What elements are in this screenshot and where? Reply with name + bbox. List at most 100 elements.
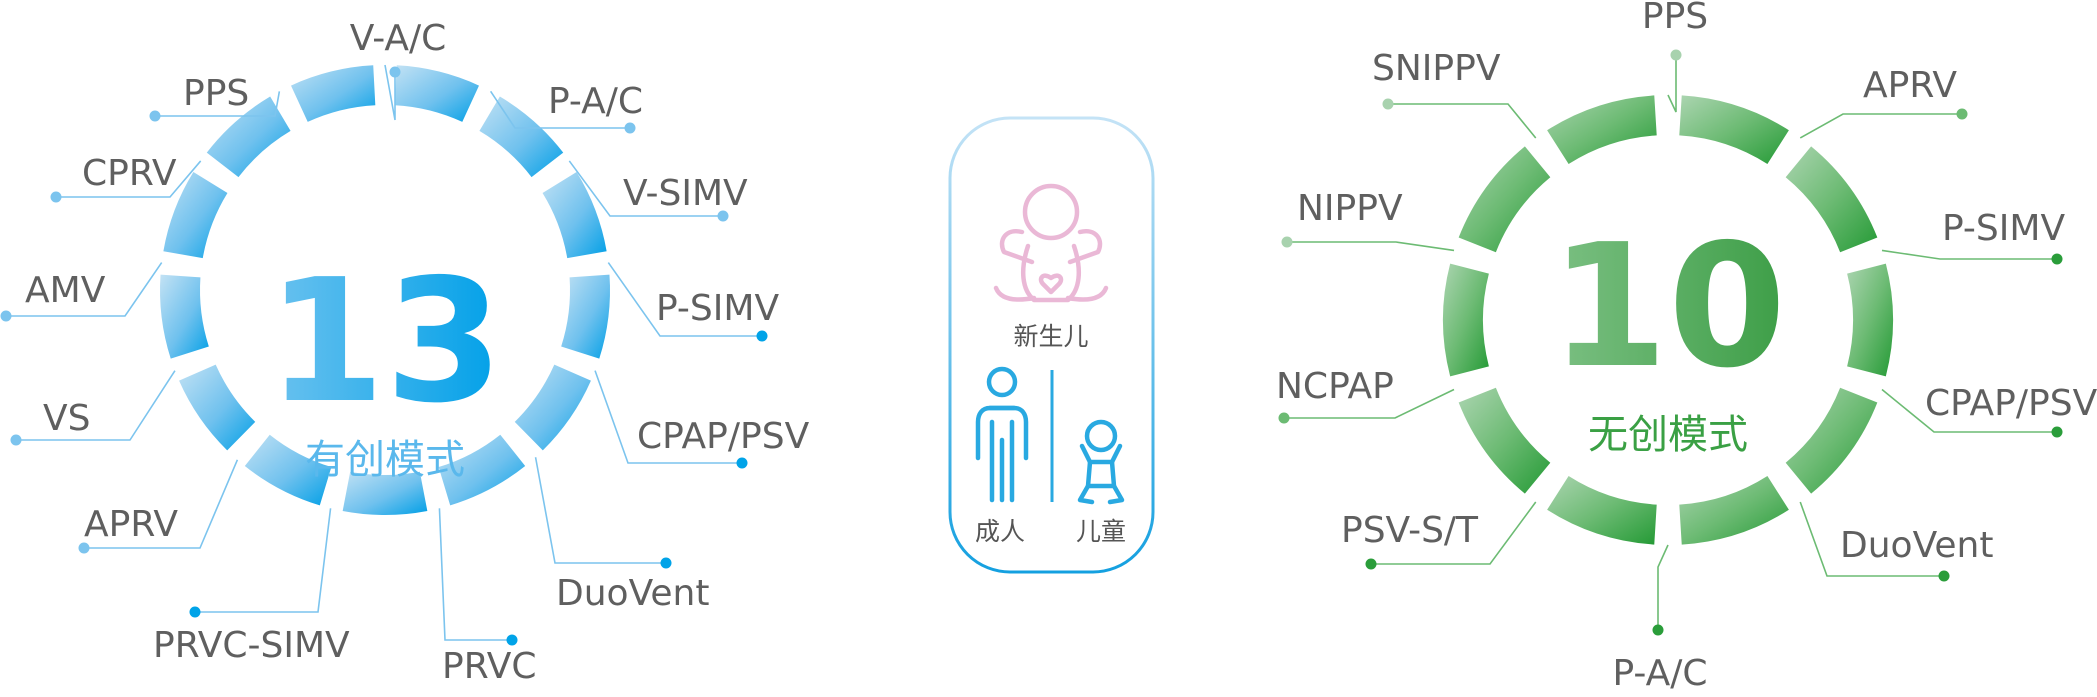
invasive-leader-dot — [660, 557, 672, 569]
noninvasive-leader-line — [1388, 103, 1537, 139]
invasive-mode-label: CPRV — [82, 153, 177, 194]
adult-icon — [975, 366, 1029, 503]
noninvasive-leader-line — [1657, 544, 1669, 630]
child-icon — [1077, 419, 1125, 505]
child-label: 儿童 — [1076, 517, 1126, 546]
invasive-leader-line — [16, 370, 176, 441]
invasive-mode-label: CPAP/PSV — [637, 416, 810, 457]
invasive-ring-segment — [479, 96, 564, 178]
noninvasive-mode-label: NCPAP — [1276, 366, 1394, 407]
invasive-leader-dot — [50, 191, 62, 203]
noninvasive-leader-line — [1287, 241, 1455, 252]
noninvasive-ring-segment — [1847, 263, 1894, 377]
noninvasive-mode-ring: PPSAPRVP-SIMVCPAP/PSVDuoVentP-A/CPSV-S/T… — [1276, 0, 2097, 694]
invasive-mode-label: PRVC-SIMV — [153, 625, 350, 666]
noninvasive-ring-segments — [1443, 95, 1894, 545]
adult-label: 成人 — [975, 517, 1025, 546]
noninvasive-ring-segment — [1443, 263, 1489, 377]
invasive-leader-dot — [10, 434, 22, 446]
noninvasive-ring-segment — [1547, 95, 1657, 164]
noninvasive-mode-label: NIPPV — [1297, 188, 1403, 229]
invasive-mode-caption: 有创模式 — [305, 437, 465, 483]
noninvasive-leader-dot — [1938, 570, 1950, 582]
noninvasive-mode-label: APRV — [1863, 65, 1957, 106]
noninvasive-ring-segment — [1458, 387, 1551, 494]
newborn-label: 新生儿 — [1013, 322, 1088, 351]
invasive-mode-ring: V-A/CP-A/CV-SIMVP-SIMVCPAP/PSVDuoVentPRV… — [0, 18, 810, 687]
noninvasive-ring-segment — [1785, 146, 1878, 253]
noninvasive-ring-segment — [1679, 476, 1789, 545]
noninvasive-leader-dot — [2051, 253, 2063, 265]
invasive-leader-line — [594, 370, 742, 464]
invasive-ring-segment — [514, 364, 591, 451]
invasive-leader-line — [195, 508, 332, 613]
noninvasive-leader-dot — [2051, 426, 2063, 438]
invasive-leader-dot — [0, 310, 12, 322]
invasive-leader-line — [56, 160, 202, 198]
noninvasive-ring-segment — [1785, 387, 1878, 494]
noninvasive-mode-label: P-SIMV — [1942, 208, 2065, 249]
invasive-ring-segment — [160, 274, 209, 359]
invasive-leader-line — [489, 90, 630, 129]
noninvasive-mode-label: PPS — [1642, 0, 1708, 37]
noninvasive-leader-line — [1799, 501, 1944, 577]
invasive-leader-dot — [717, 210, 729, 222]
invasive-leader-dot — [506, 634, 518, 646]
invasive-mode-label: PPS — [183, 73, 249, 114]
invasive-mode-label: APRV — [84, 504, 178, 545]
invasive-leader-dot — [389, 66, 401, 78]
invasive-leader-line — [607, 262, 762, 337]
noninvasive-leader-line — [1284, 388, 1455, 419]
invasive-mode-label: PRVC — [442, 646, 537, 687]
invasive-mode-label: V-SIMV — [623, 173, 748, 214]
invasive-ring-segment — [438, 434, 526, 506]
invasive-leader-line — [84, 459, 239, 549]
invasive-mode-count: 13 — [267, 243, 504, 441]
invasive-leader-line — [384, 64, 396, 121]
invasive-leader-lines: V-A/CP-A/CV-SIMVP-SIMVCPAP/PSVDuoVentPRV… — [0, 18, 810, 687]
noninvasive-ring-segment — [1547, 476, 1657, 545]
noninvasive-leader-dot — [1652, 624, 1664, 636]
patient-type-frame — [948, 116, 1155, 574]
invasive-ring-segment — [244, 434, 332, 506]
noninvasive-ring-segment — [1679, 95, 1789, 164]
invasive-mode-label: AMV — [25, 270, 106, 311]
noninvasive-leader-line — [1881, 388, 2057, 433]
noninvasive-leader-dot — [1382, 98, 1394, 110]
invasive-leader-line — [155, 91, 281, 117]
invasive-leader-dot — [78, 542, 90, 554]
invasive-leader-dot — [756, 330, 768, 342]
invasive-ring-segment — [163, 172, 228, 259]
invasive-mode-label: P-SIMV — [656, 288, 779, 329]
invasive-leader-dot — [189, 606, 201, 618]
noninvasive-leader-dot — [1670, 49, 1682, 61]
invasive-leader-line — [6, 262, 163, 317]
noninvasive-leader-dot — [1365, 558, 1377, 570]
invasive-mode-label: P-A/C — [548, 81, 643, 122]
noninvasive-mode-label: PSV-S/T — [1341, 510, 1479, 551]
noninvasive-leader-dot — [1281, 236, 1293, 248]
invasive-leader-dot — [736, 457, 748, 469]
patient-type-panel: 新生儿 成人 儿童 — [948, 116, 1155, 574]
noninvasive-mode-label: CPAP/PSV — [1925, 383, 2097, 424]
invasive-leader-line — [534, 457, 666, 564]
invasive-leader-line — [438, 508, 512, 641]
invasive-mode-label: DuoVent — [556, 573, 709, 614]
invasive-ring-segment — [291, 65, 376, 122]
noninvasive-leader-dot — [1278, 412, 1290, 424]
noninvasive-mode-count: 10 — [1550, 208, 1787, 406]
invasive-ring-segment — [542, 172, 607, 259]
noninvasive-leader-dot — [1956, 108, 1968, 120]
invasive-ring-segment — [179, 364, 256, 451]
invasive-leader-line — [568, 160, 723, 217]
noninvasive-ring-segment — [1458, 146, 1551, 253]
noninvasive-mode-label: SNIPPV — [1372, 48, 1501, 89]
invasive-leader-dot — [624, 122, 636, 134]
invasive-mode-label: VS — [43, 398, 90, 439]
noninvasive-leader-line — [1371, 501, 1537, 565]
invasive-ring-segment — [394, 65, 479, 122]
noninvasive-leader-line — [1667, 55, 1677, 113]
newborn-icon — [993, 183, 1109, 303]
noninvasive-leader-lines: PPSAPRVP-SIMVCPAP/PSVDuoVentP-A/CPSV-S/T… — [1276, 0, 2097, 694]
